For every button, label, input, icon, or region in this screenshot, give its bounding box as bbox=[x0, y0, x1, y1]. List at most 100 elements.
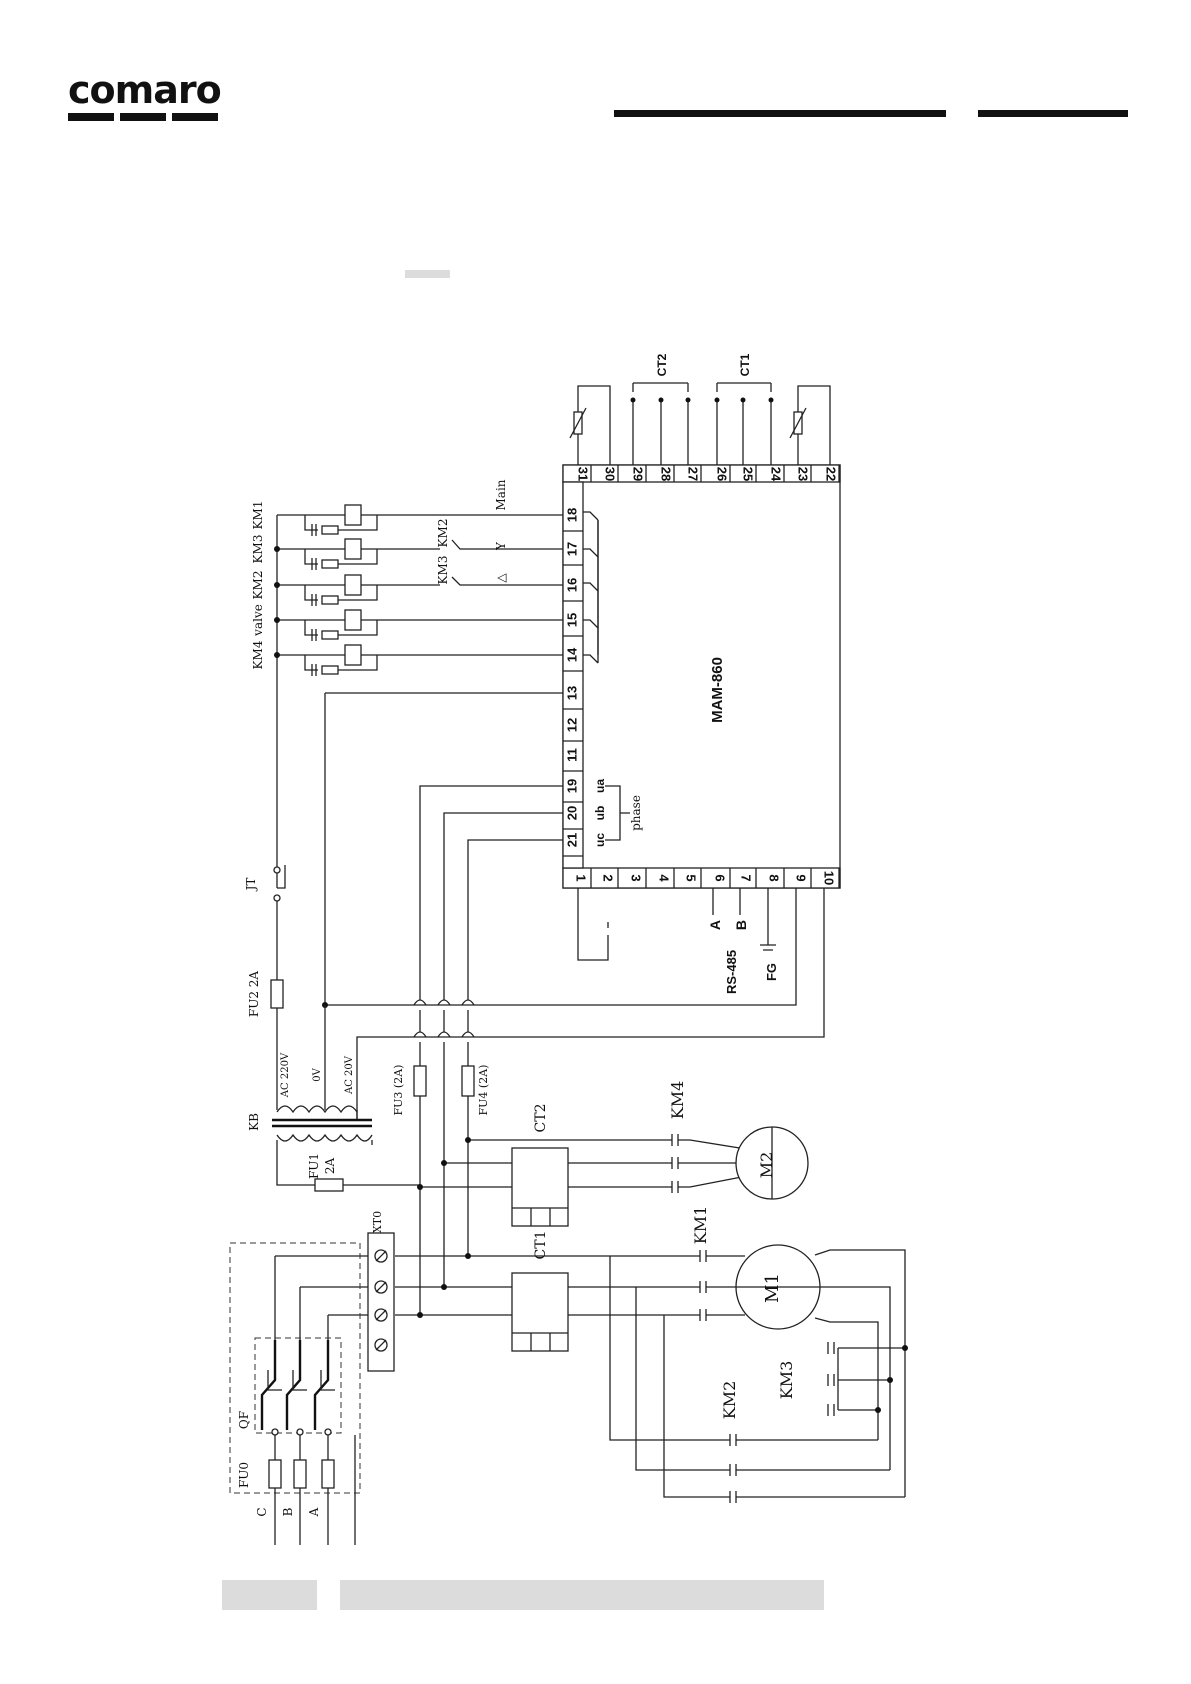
km3-label: KM3 bbox=[777, 1361, 796, 1400]
output-y: Y bbox=[494, 541, 508, 551]
rs485-label: RS-485 bbox=[724, 950, 739, 994]
ac-supply-wires bbox=[322, 888, 825, 1120]
terminal-left-16: 16 bbox=[564, 578, 579, 592]
fu2-label: FU2 2A bbox=[247, 971, 261, 1018]
terminal-top-22: 22 bbox=[824, 467, 839, 481]
terminal-top-29: 29 bbox=[631, 467, 646, 481]
terminal-bottom-8: 8 bbox=[767, 874, 782, 881]
terminal-bottom-4: 4 bbox=[657, 874, 672, 882]
ct-sensors-top: CT2 CT1 bbox=[569, 353, 831, 465]
terminal-bottom-6: 6 bbox=[713, 874, 728, 881]
ct2-m2-section: M2 KM4 CT2 bbox=[417, 1081, 809, 1227]
redacted-caption-left bbox=[222, 1580, 317, 1610]
xt0-label: XT0 bbox=[371, 1211, 384, 1233]
terminal-left-12: 12 bbox=[564, 718, 579, 732]
terminal-left-15: 15 bbox=[564, 613, 579, 627]
header-rule-long bbox=[614, 110, 946, 117]
terminal-top-23: 23 bbox=[796, 467, 811, 481]
km4-label: KM4 bbox=[668, 1081, 687, 1120]
terminal-top-26: 26 bbox=[715, 467, 730, 481]
interlock-km3: KM3 bbox=[436, 556, 450, 585]
logo-bars bbox=[68, 113, 218, 121]
terminal-bottom-7: 7 bbox=[739, 874, 754, 881]
coil-label-km1: KM1 bbox=[251, 501, 265, 530]
terminal-top-25: 25 bbox=[741, 467, 756, 481]
terminals-bottom: 1 2 3 4 5 6 7 8 9 10 bbox=[574, 868, 840, 888]
fu3-label: FU3 (2A) bbox=[392, 1065, 405, 1116]
phase-caption: phase bbox=[629, 795, 643, 831]
fu1-rating: 2A bbox=[323, 1158, 337, 1175]
m2-label: M2 bbox=[757, 1152, 776, 1179]
xt0-terminal-strip: XT0 bbox=[274, 1211, 395, 1372]
terminal-left-17: 17 bbox=[564, 542, 579, 556]
logo-text: comaro bbox=[68, 68, 222, 112]
rs485-a: A bbox=[707, 920, 723, 930]
kb-label: KB bbox=[247, 1113, 261, 1131]
output-main: Main bbox=[494, 479, 508, 510]
ct2-top-label: CT2 bbox=[655, 353, 669, 376]
terminal-top-30: 30 bbox=[603, 467, 618, 481]
ct1-label: CT1 bbox=[533, 1231, 549, 1260]
terminal-bottom-3: 3 bbox=[629, 874, 644, 881]
terminal-top-24: 24 bbox=[769, 467, 784, 482]
terminal-bottom-9: 9 bbox=[794, 874, 809, 881]
controller-label: MAM-860 bbox=[709, 657, 726, 723]
fu1-label: FU1 bbox=[307, 1153, 321, 1179]
terminal-bottom-2: 2 bbox=[601, 874, 616, 881]
jt-switch: JT bbox=[244, 865, 286, 1060]
qf-label: QF bbox=[237, 1411, 251, 1429]
m1-label: M1 bbox=[762, 1273, 783, 1303]
fg-label: FG bbox=[764, 963, 779, 981]
rs485-port: A B RS-485 FG bbox=[577, 888, 779, 994]
output-delta: △ bbox=[494, 573, 508, 583]
terminal-left-11: 11 bbox=[564, 748, 579, 762]
terminal-left-19: 19 bbox=[564, 779, 579, 793]
tap-0v: 0V bbox=[312, 1067, 323, 1081]
km2-label: KM2 bbox=[720, 1381, 739, 1420]
interlock-km2: KM2 bbox=[436, 519, 450, 548]
ct1-m1-section: M1 KM1 CT1 KM2 KM3 bbox=[395, 1206, 908, 1503]
coil-label-valve: valve bbox=[251, 604, 265, 637]
controller-block: MAM-860 bbox=[562, 464, 841, 889]
terminal-left-13: 13 bbox=[564, 686, 579, 700]
relay-contact-marks bbox=[583, 511, 599, 664]
redacted-label-top bbox=[405, 270, 450, 278]
qf-breaker: QF bbox=[229, 1242, 361, 1494]
terminal-left-18: 18 bbox=[564, 508, 579, 522]
terminal-bottom-10: 10 bbox=[822, 871, 837, 885]
redacted-caption-right bbox=[340, 1580, 824, 1610]
km1-label: KM1 bbox=[691, 1206, 710, 1245]
tap-20v: AC 20V bbox=[344, 1055, 355, 1095]
coil-rungs: KM1 KM3 KM2 valve KM4 Main Y △ KM2 KM3 bbox=[251, 479, 563, 1005]
rs485-b: B bbox=[733, 920, 749, 930]
terminal-left-14: 14 bbox=[564, 647, 579, 662]
terminal-bottom-1: 1 bbox=[574, 874, 589, 881]
terminal-left-21: 21 bbox=[564, 833, 579, 847]
transformer-kb: KB AC 220V 0V AC 20V FU1 2A bbox=[247, 1052, 420, 1192]
phase-ua: ua bbox=[593, 779, 607, 793]
phase-b: B bbox=[281, 1507, 295, 1516]
terminals-left: 18 17 16 15 14 13 12 11 19 20 21 bbox=[563, 508, 583, 857]
fu2-fuse: FU2 2A bbox=[247, 971, 284, 1018]
brand-logo: comaro bbox=[68, 68, 222, 121]
tap-220v: AC 220V bbox=[280, 1052, 291, 1098]
fu0-label: FU0 bbox=[237, 1462, 251, 1488]
terminal-top-31: 31 bbox=[576, 467, 591, 481]
coil-label-km3: KM3 bbox=[251, 535, 265, 564]
coil-label-km2: KM2 bbox=[251, 571, 265, 600]
phase-c: C bbox=[255, 1507, 269, 1516]
jt-label: JT bbox=[244, 878, 258, 893]
terminal-top-28: 28 bbox=[659, 467, 674, 481]
coil-label-km4: KM4 bbox=[251, 640, 265, 669]
phase-brace: ua ub uc phase bbox=[593, 779, 643, 847]
phase-a: A bbox=[307, 1507, 321, 1517]
terminal-left-20: 20 bbox=[564, 806, 579, 820]
phase-uc: uc bbox=[593, 833, 607, 847]
header-rule-short bbox=[978, 110, 1128, 117]
ct1-top-label: CT1 bbox=[738, 353, 752, 376]
phase-ub: ub bbox=[593, 806, 607, 821]
terminal-bottom-5: 5 bbox=[684, 874, 699, 881]
fu0-fuses: FU0 C B A bbox=[237, 1435, 356, 1545]
